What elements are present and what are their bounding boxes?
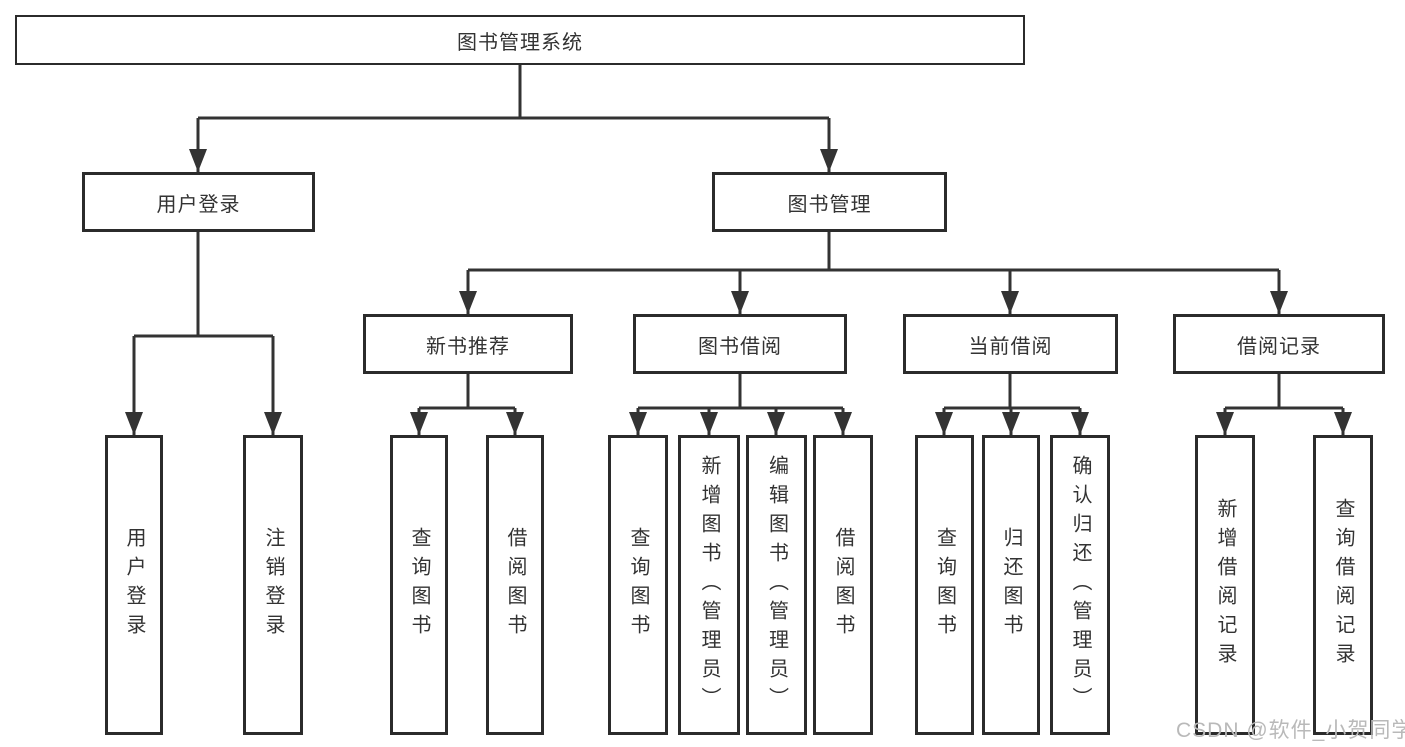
leaf-borrow-books-1-label: 借阅图书 (504, 527, 526, 643)
node-new-book-recommend: 新书推荐 (363, 314, 573, 374)
leaf-return-books-label: 归还图书 (1000, 527, 1022, 643)
node-book-management-label: 图书管理 (787, 193, 872, 216)
leaf-user-login-label: 用户登录 (123, 527, 145, 643)
leaf-borrow-books-1: 借阅图书 (486, 435, 544, 735)
leaf-query-books-1: 查询图书 (390, 435, 448, 735)
leaf-edit-books-admin-label: 编辑图书（管理员） (765, 454, 788, 716)
leaf-logout-label: 注销登录 (262, 527, 284, 643)
node-library-management-system: 图书管理系统 (15, 15, 1025, 65)
leaf-add-books-admin: 新增图书（管理员） (678, 435, 740, 735)
leaf-confirm-return-admin: 确认归还（管理员） (1050, 435, 1110, 735)
leaf-query-books-3-label: 查询图书 (933, 527, 956, 643)
csdn-watermark: CSDN @软件_小贺同学 (1176, 719, 1405, 742)
leaf-query-books-3: 查询图书 (915, 435, 974, 735)
node-borrow-record: 借阅记录 (1173, 314, 1385, 374)
node-user-login-label: 用户登录 (156, 193, 241, 216)
leaf-query-books-2: 查询图书 (608, 435, 668, 735)
leaf-user-login: 用户登录 (105, 435, 163, 735)
node-new-book-recommend-label: 新书推荐 (426, 335, 510, 358)
node-book-borrow: 图书借阅 (633, 314, 847, 374)
node-borrow-record-label: 借阅记录 (1237, 335, 1321, 358)
node-current-borrow: 当前借阅 (903, 314, 1118, 374)
leaf-query-borrow-record: 查询借阅记录 (1313, 435, 1373, 735)
node-book-management: 图书管理 (712, 172, 947, 232)
leaf-edit-books-admin: 编辑图书（管理员） (746, 435, 807, 735)
leaf-confirm-return-admin-label: 确认归还（管理员） (1069, 454, 1091, 716)
leaf-borrow-books-2: 借阅图书 (813, 435, 873, 735)
leaf-return-books: 归还图书 (982, 435, 1040, 735)
leaf-add-borrow-record: 新增借阅记录 (1195, 435, 1255, 735)
leaf-add-books-admin-label: 新增图书（管理员） (698, 454, 720, 716)
leaf-query-books-1-label: 查询图书 (408, 527, 430, 643)
leaf-borrow-books-2-label: 借阅图书 (832, 527, 854, 643)
node-user-login: 用户登录 (82, 172, 315, 232)
leaf-add-borrow-record-label: 新增借阅记录 (1214, 498, 1236, 672)
leaf-query-books-2-label: 查询图书 (627, 527, 649, 643)
leaf-query-borrow-record-label: 查询借阅记录 (1332, 498, 1354, 672)
node-library-management-system-label: 图书管理系统 (457, 31, 583, 54)
node-current-borrow-label: 当前借阅 (968, 335, 1053, 358)
node-book-borrow-label: 图书借阅 (698, 335, 782, 358)
leaf-logout: 注销登录 (243, 435, 303, 735)
